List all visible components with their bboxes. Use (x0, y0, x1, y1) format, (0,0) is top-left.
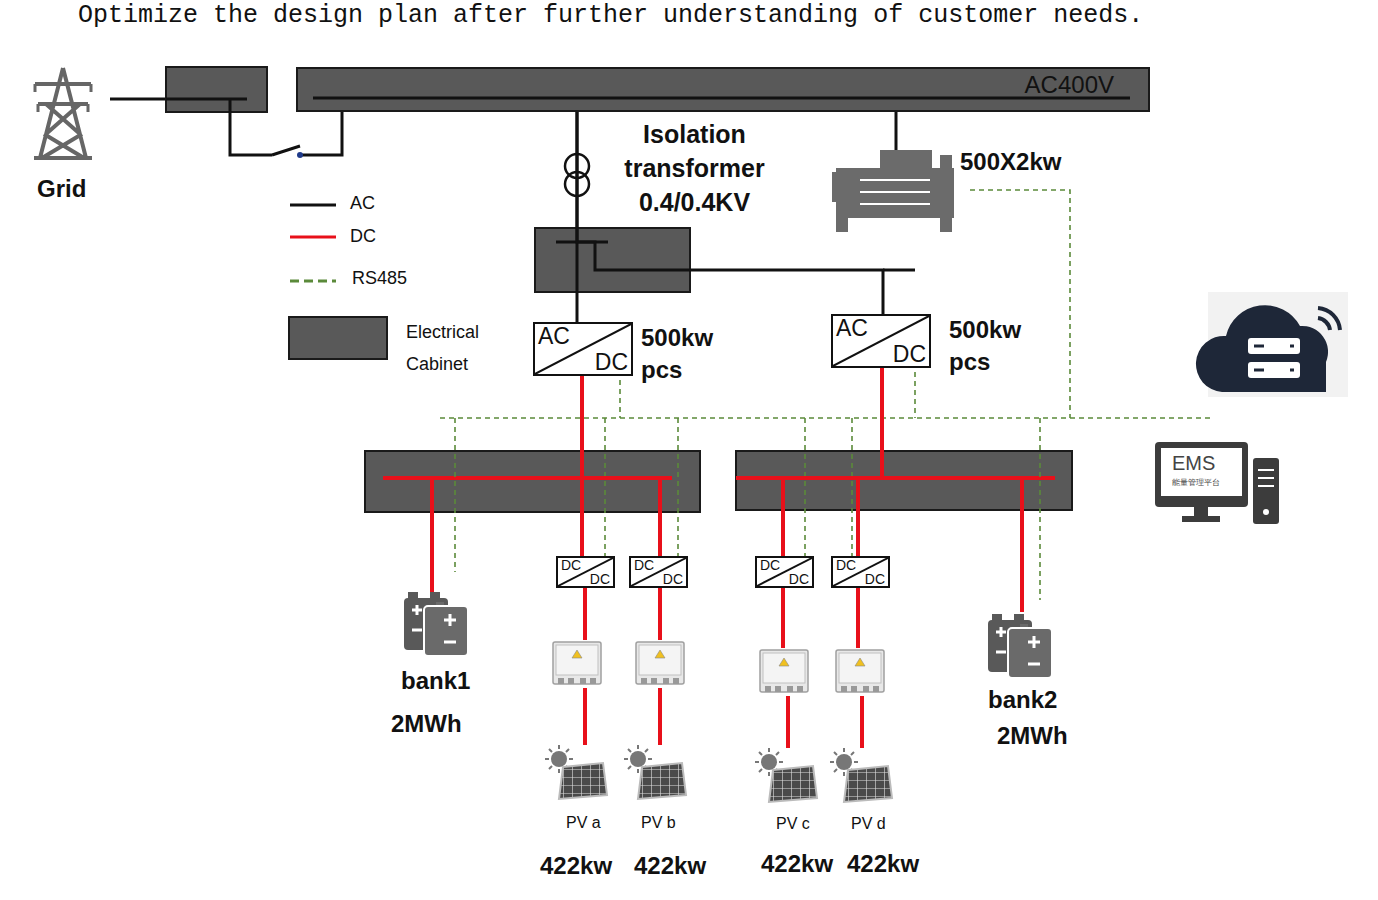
label: 能量管理平台 (1172, 478, 1220, 487)
legend-rs485-line (290, 280, 336, 283)
title: Optimize the design plan after further u… (78, 2, 1143, 31)
dc-cabinet (365, 451, 700, 512)
label: Grid (37, 175, 86, 203)
converter-box: AC DC (533, 322, 633, 376)
pv-panel (545, 745, 607, 799)
port-label: AC (538, 323, 570, 349)
label: 422kw (761, 850, 833, 878)
bus-label: AC400V (1025, 71, 1114, 99)
converter-box: DC DC (556, 556, 615, 588)
grid-cabinet (166, 67, 267, 112)
pcs-rating: 500kw pcs (641, 322, 736, 387)
label: bank2 (988, 686, 1057, 714)
combiner-box (553, 642, 601, 684)
battery-bank (988, 614, 1052, 678)
label: PV a (566, 814, 601, 832)
label: EMS (1172, 452, 1215, 475)
legend-text: AC (350, 193, 375, 214)
dc-connector (858, 368, 882, 556)
port-label: DC (789, 571, 809, 587)
label: 2MWh (391, 710, 462, 738)
converter-box: DC DC (755, 556, 814, 588)
converter-box: AC DC (831, 314, 931, 368)
ac-wire (556, 242, 915, 270)
port-label: DC (893, 341, 926, 367)
pv-panel (624, 745, 686, 799)
port-label: DC (595, 349, 628, 375)
label: 500X2kw (960, 148, 1061, 176)
dc-connector (582, 376, 660, 556)
ac-wire (895, 112, 898, 150)
legend-text: RS485 (352, 268, 407, 289)
legend-text: Electrical Cabinet (406, 316, 501, 381)
ems-computer (1155, 442, 1279, 524)
dc-wire (383, 478, 1055, 748)
rs485-wire (440, 190, 1210, 600)
pcs-rating: 500kw pcs (949, 314, 1044, 379)
bus-bar (298, 69, 1152, 114)
label: PV c (776, 815, 810, 833)
generator-symbol (832, 150, 954, 232)
combiner-box (636, 642, 684, 684)
pv-panel (755, 748, 817, 802)
port-label: DC (836, 557, 856, 573)
ac-cabinet (535, 228, 690, 292)
ac-bus-cabinet: AC400V (296, 67, 1150, 112)
legend-ac-line (290, 204, 336, 207)
converter-box: DC DC (629, 556, 688, 588)
label: bank1 (401, 667, 470, 695)
combiner-box (760, 650, 808, 692)
label: 422kw (847, 850, 919, 878)
port-label: DC (760, 557, 780, 573)
converter-box: DC DC (831, 556, 890, 588)
legend-swatch (288, 316, 388, 360)
port-label: DC (634, 557, 654, 573)
combiner-box (836, 650, 884, 692)
switch-contact (297, 152, 303, 158)
label: Isolation transformer 0.4/0.4KV (607, 118, 782, 219)
legend-dc-line (290, 236, 336, 239)
cloud-icon (1196, 292, 1348, 397)
battery-bank (404, 592, 468, 656)
dc-connector (783, 368, 882, 556)
label: 422kw (634, 852, 706, 880)
port-label: DC (865, 571, 885, 587)
label: PV d (851, 815, 886, 833)
label: PV b (641, 814, 676, 832)
label: 422kw (540, 852, 612, 880)
ac-wire (110, 98, 166, 101)
grid-tower (34, 68, 92, 158)
port-label: DC (561, 557, 581, 573)
ac-connector (577, 112, 883, 314)
legend-text: DC (350, 226, 376, 247)
port-label: DC (590, 571, 610, 587)
port-label: DC (663, 571, 683, 587)
pv-panel (830, 748, 892, 802)
label: 2MWh (997, 722, 1068, 750)
port-label: AC (836, 315, 868, 341)
